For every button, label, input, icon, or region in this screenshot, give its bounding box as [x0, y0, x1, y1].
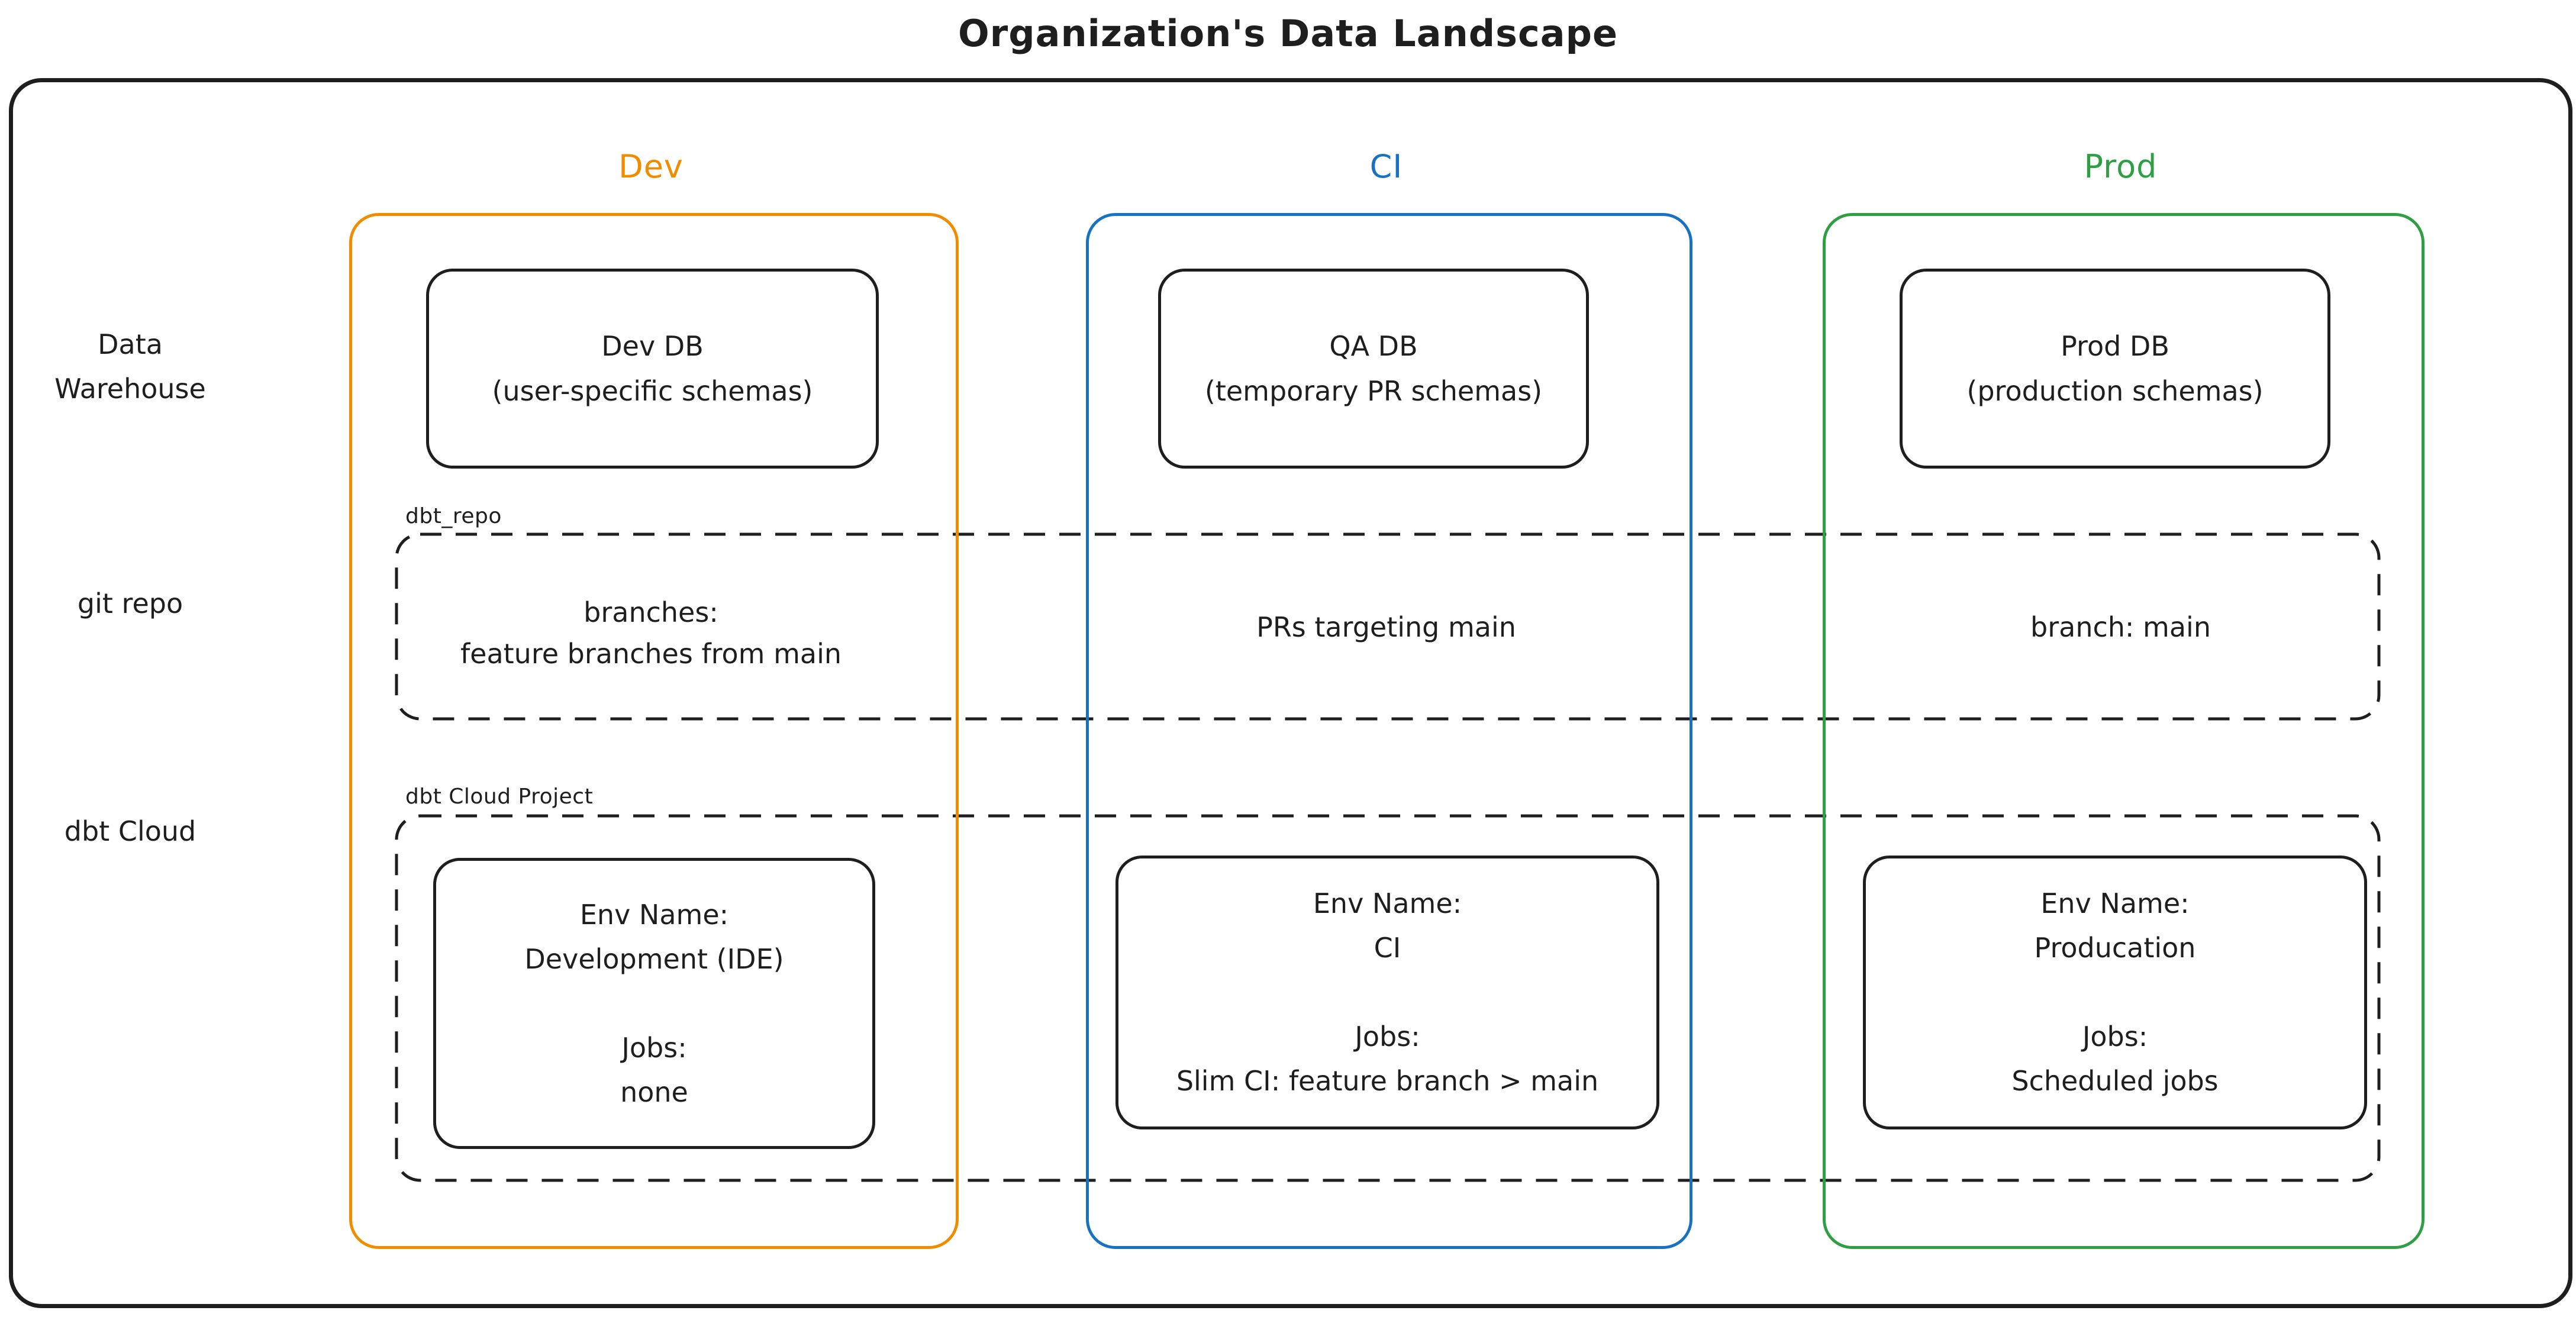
- prod-db-title: Prod DB: [2061, 330, 2169, 362]
- prod-db-subtitle: (production schemas): [1966, 375, 2264, 407]
- row-label-data-warehouse-line2: Warehouse: [54, 373, 206, 405]
- git-text-dev-line2: feature branches from main: [460, 638, 842, 670]
- diagram-outer-frame: [9, 78, 2572, 1308]
- page-title: Organization's Data Landscape: [957, 12, 1619, 55]
- dev-db-title: Dev DB: [601, 330, 704, 362]
- git-text-prod: branch: main: [2030, 611, 2211, 643]
- prod-jobs-label: Jobs:: [2082, 1021, 2148, 1053]
- dbt-cloud-project-label: dbt Cloud Project: [405, 785, 594, 809]
- column-container-ci: [1086, 213, 1692, 1249]
- git-text-ci: PRs targeting main: [1256, 611, 1516, 643]
- prod-jobs-value: Scheduled jobs: [2011, 1065, 2219, 1097]
- dbt-cloud-project-dashed-box: [395, 814, 2381, 1182]
- dbt-repo-label: dbt_repo: [405, 504, 502, 528]
- column-header-ci: CI: [1369, 148, 1403, 185]
- ci-jobs-value: Slim CI: feature branch > main: [1176, 1065, 1599, 1097]
- column-container-prod: [1823, 213, 2425, 1249]
- column-header-prod: Prod: [2084, 148, 2158, 185]
- dev-env-box: Env Name: Development (IDE) Jobs: none: [433, 858, 875, 1149]
- qa-db-box: QA DB (temporary PR schemas): [1158, 269, 1589, 469]
- git-text-dev-line1: branches:: [583, 596, 718, 628]
- column-container-dev: [349, 213, 959, 1249]
- dbt-repo-dashed-box: [395, 532, 2381, 721]
- ci-env-box: Env Name: CI Jobs: Slim CI: feature bran…: [1115, 856, 1659, 1129]
- dev-db-box: Dev DB (user-specific schemas): [426, 269, 879, 469]
- row-label-data-warehouse-line1: Data: [98, 328, 163, 360]
- ci-jobs-label: Jobs:: [1355, 1021, 1420, 1053]
- prod-db-box: Prod DB (production schemas): [1900, 269, 2330, 469]
- ci-env-name: CI: [1374, 932, 1401, 964]
- dev-env-label: Env Name:: [579, 898, 729, 931]
- dev-env-name: Development (IDE): [524, 942, 784, 975]
- git-text-dev: branches: feature branches from main: [349, 592, 953, 674]
- ci-env-label: Env Name:: [1313, 887, 1462, 919]
- prod-env-box: Env Name: Producation Jobs: Scheduled jo…: [1863, 856, 2367, 1129]
- qa-db-subtitle: (temporary PR schemas): [1204, 375, 1543, 407]
- prod-env-name: Producation: [2034, 932, 2196, 964]
- dev-jobs-label: Jobs:: [621, 1031, 687, 1064]
- column-header-dev: Dev: [618, 148, 684, 185]
- row-label-data-warehouse: Data Warehouse: [12, 322, 249, 411]
- qa-db-title: QA DB: [1329, 330, 1418, 362]
- dev-jobs-value: none: [620, 1076, 688, 1108]
- row-label-dbt-cloud: dbt Cloud: [64, 815, 196, 847]
- dev-db-subtitle: (user-specific schemas): [492, 375, 813, 407]
- prod-env-label: Env Name:: [2040, 887, 2190, 919]
- row-label-git-repo: git repo: [77, 588, 183, 619]
